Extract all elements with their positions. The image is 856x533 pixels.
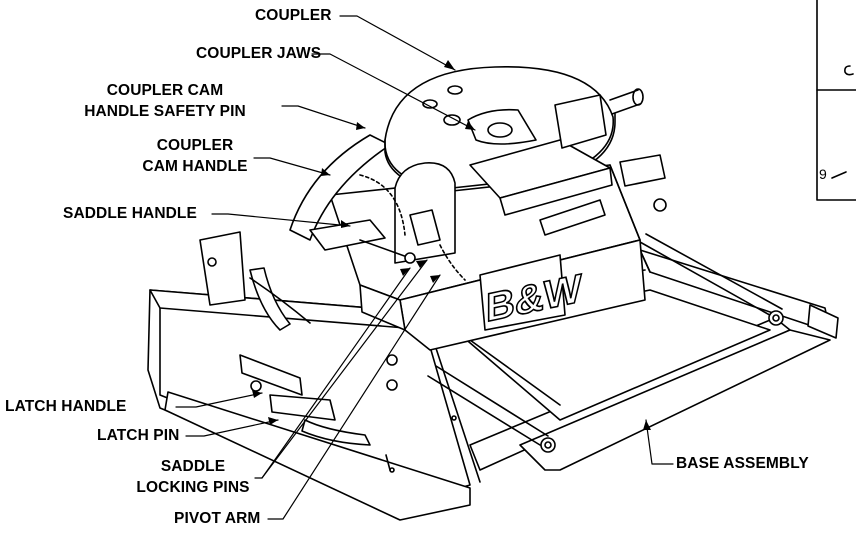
label-saddle-handle: SADDLE HANDLE xyxy=(63,205,197,222)
label-coupler-jaws: COUPLER JAWS xyxy=(196,45,322,62)
label-latch-handle: LATCH HANDLE xyxy=(5,398,127,415)
label-cam-handle-safety-pin: COUPLER CAM HANDLE SAFETY PIN xyxy=(48,80,282,122)
label-cam-handle-line1: COUPLER xyxy=(156,137,234,154)
coupler-head xyxy=(384,66,666,236)
label-saddle-locking-pins-line2: LOCKING PINS xyxy=(136,479,250,496)
label-cam-handle-line2: CAM HANDLE xyxy=(142,158,248,175)
latch-assembly xyxy=(239,277,391,471)
label-saddle-locking-pins-line1: SADDLE xyxy=(160,458,226,475)
label-cam-handle: COUPLER CAM HANDLE xyxy=(136,135,254,177)
label-latch-pin: LATCH PIN xyxy=(97,427,180,444)
label-pivot-arm: PIVOT ARM xyxy=(174,510,261,527)
label-cam-handle-safety-pin-line1: COUPLER CAM xyxy=(106,82,224,99)
label-cam-handle-safety-pin-line2: HANDLE SAFETY PIN xyxy=(84,103,246,120)
label-saddle-locking-pins: SADDLE LOCKING PINS xyxy=(132,456,254,498)
leader-lines xyxy=(175,15,674,520)
saddle-handle-assembly xyxy=(309,162,466,281)
inset-number: 9 xyxy=(819,166,827,182)
inset-frame xyxy=(816,0,856,201)
label-coupler: COUPLER xyxy=(255,7,332,24)
arrowheads xyxy=(252,60,651,430)
label-base-assembly: BASE ASSEMBLY xyxy=(676,455,809,472)
